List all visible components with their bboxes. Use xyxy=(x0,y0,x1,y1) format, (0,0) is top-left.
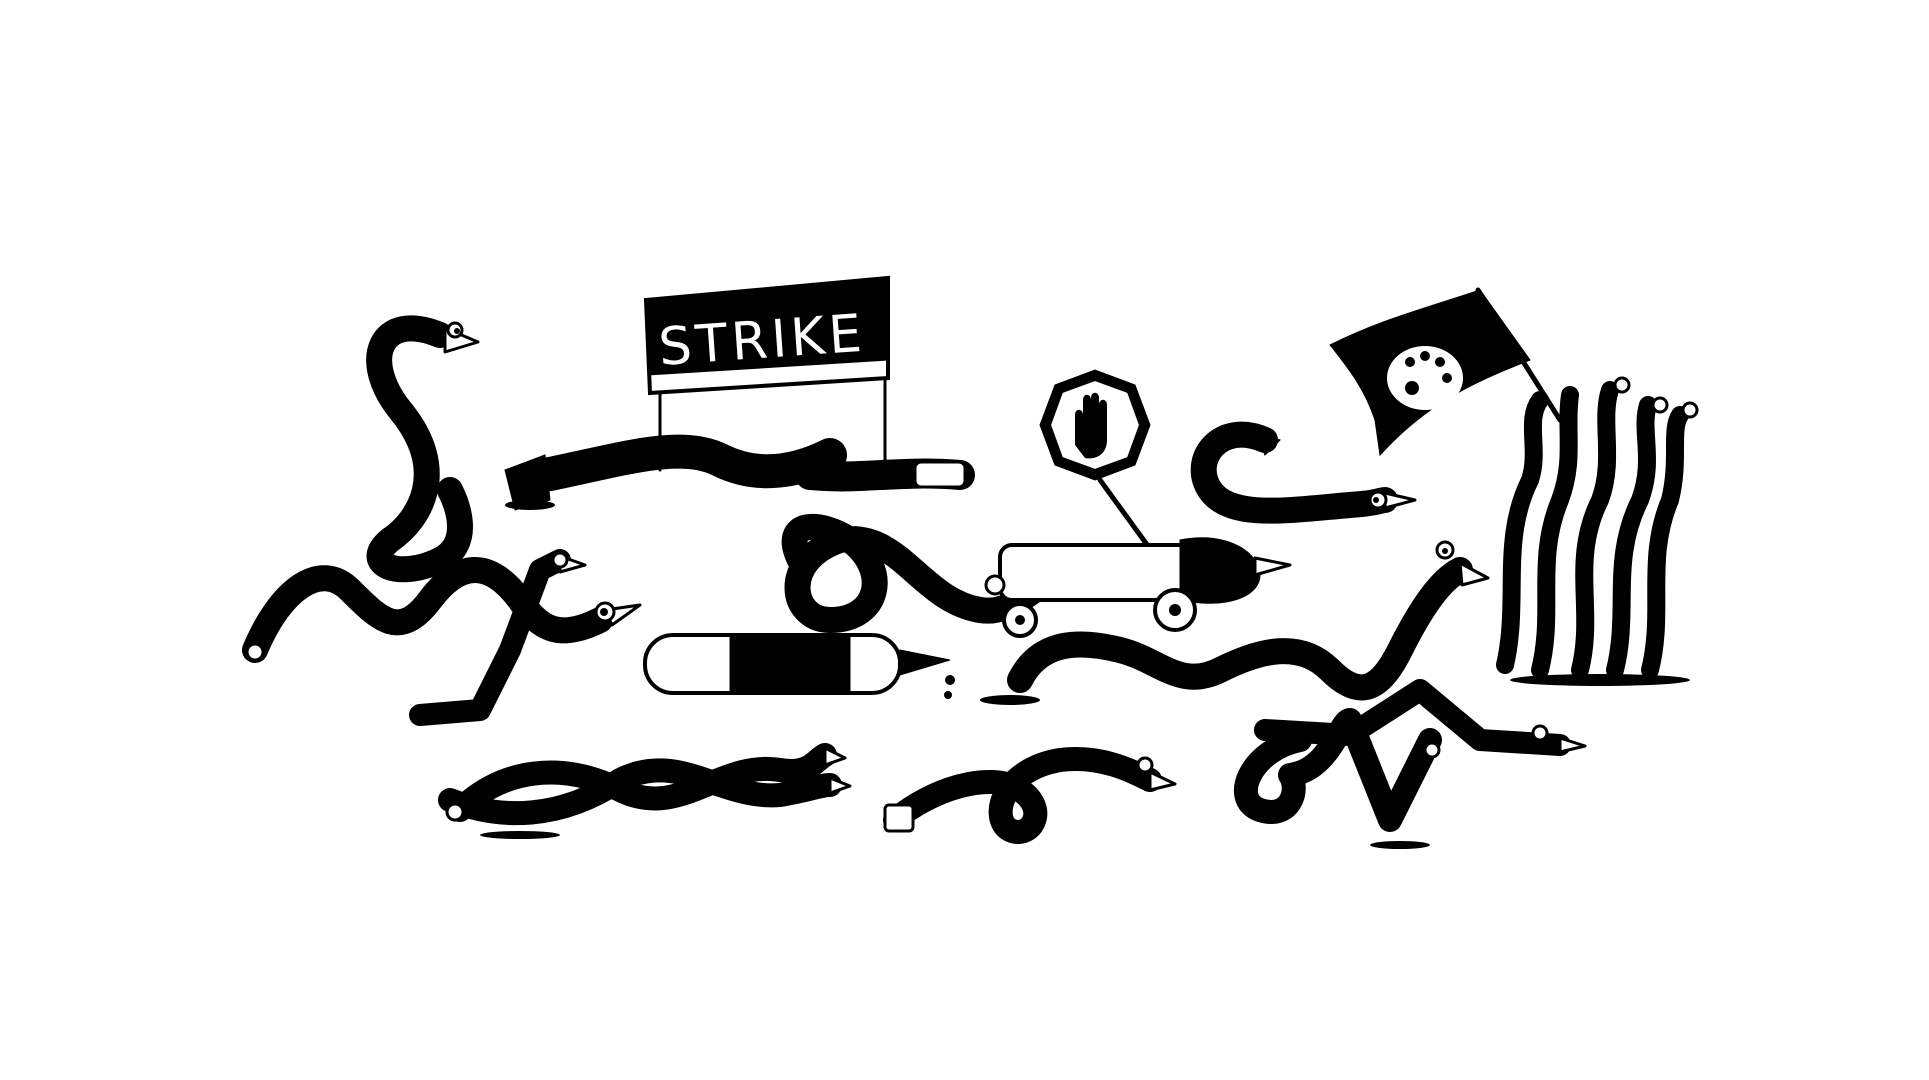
tall-wavy-pencil xyxy=(366,315,480,583)
palette-flag xyxy=(1329,287,1563,457)
loop-pencil xyxy=(781,514,1063,633)
long-wave-pencil xyxy=(1007,540,1490,701)
pencil-cannon xyxy=(984,537,1292,638)
stop-sign xyxy=(1039,369,1183,593)
strike-banner: STRIKE xyxy=(643,275,890,472)
strike-sign-text: STRIKE xyxy=(657,304,868,378)
curled-pencil xyxy=(1190,421,1417,524)
lying-pencil-under-banner xyxy=(504,434,975,511)
left-wave-pencils xyxy=(242,549,642,726)
raised-hand-stop-icon xyxy=(1075,392,1107,459)
lying-marker xyxy=(643,633,1040,705)
spiral-pencil xyxy=(883,747,1177,844)
artist-palette-flag-icon xyxy=(1387,346,1463,410)
twisted-pencils xyxy=(438,743,852,839)
pencil-crowd xyxy=(1496,376,1699,686)
zigzag-pencils xyxy=(1233,679,1587,849)
